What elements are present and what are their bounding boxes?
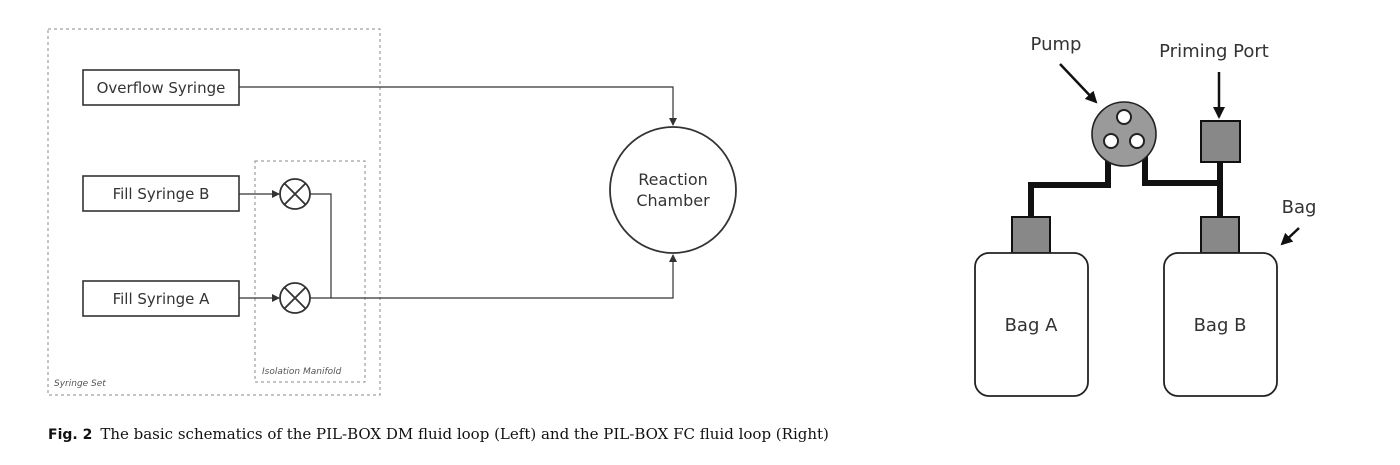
- priming-port-label: Priming Port: [1159, 41, 1269, 62]
- pump-arrow: [1059, 63, 1098, 104]
- isolation-manifold-group: [254, 160, 366, 383]
- overflow-syringe-label: Overflow Syringe: [97, 79, 226, 97]
- left-diagram: Syringe Set Isolation Manifold Overflow …: [47, 28, 737, 396]
- callout-arrows: [1059, 63, 1300, 246]
- overflow-syringe-box: [82, 69, 240, 106]
- tube-to-bag-b: [1142, 155, 1220, 186]
- valve-a-out-line: [310, 254, 677, 299]
- reaction-chamber-label-line1: Reaction: [638, 170, 708, 189]
- valve-b-out-line: [310, 193, 332, 298]
- syringe-set-group: [47, 28, 381, 396]
- bag-b-label: Bag B: [1194, 315, 1247, 336]
- overflow-line: [239, 86, 677, 126]
- isolation-manifold-label: Isolation Manifold: [262, 367, 342, 377]
- bag-callout-label: Bag: [1282, 197, 1317, 218]
- bag-a-cap: [1011, 216, 1051, 254]
- pump-icon: [1091, 101, 1157, 167]
- bag-arrow: [1280, 227, 1300, 246]
- right-diagram: Bag A Bag B Pump Priming Port Bag: [974, 34, 1317, 397]
- tubing: [1028, 155, 1223, 221]
- fill-syringe-a-label: Fill Syringe A: [113, 290, 211, 308]
- reaction-chamber-label-line2: Chamber: [636, 191, 710, 210]
- bag-a-body: [974, 252, 1089, 397]
- bag-a-label: Bag A: [1005, 315, 1059, 336]
- left-connections: [239, 86, 677, 302]
- caption-text: The basic schematics of the PIL-BOX DM f…: [100, 425, 829, 443]
- fill-syringe-b-label: Fill Syringe B: [113, 185, 210, 203]
- valve-b-icon: [279, 178, 311, 210]
- bag-b-body: [1163, 252, 1278, 397]
- figure-number: Fig. 2: [48, 427, 93, 443]
- figure-caption: Fig. 2 The basic schematics of the PIL-BO…: [48, 425, 829, 443]
- priming-port-box: [1200, 120, 1241, 163]
- reaction-chamber-circle: [609, 126, 737, 254]
- bag-b-cap: [1200, 216, 1240, 254]
- fill-syringe-b-box: [82, 175, 240, 212]
- syringe-set-label: Syringe Set: [54, 379, 106, 389]
- tube-to-bag-a: [1028, 155, 1111, 221]
- pump-label: Pump: [1031, 34, 1082, 55]
- valve-a-icon: [279, 282, 311, 314]
